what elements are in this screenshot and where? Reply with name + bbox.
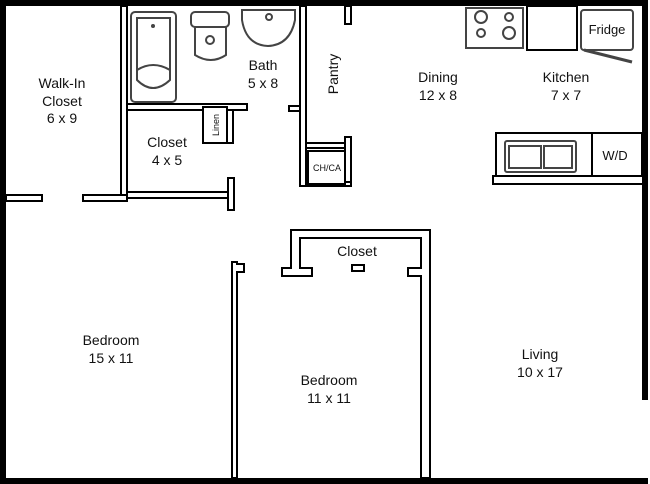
closet-label: Closet [147,134,187,150]
bath-size: 5 x 8 [248,75,279,91]
chca-closet [307,150,346,185]
kitchen-label: Kitchen [543,69,590,85]
linen-label: Linen [211,114,221,136]
chca-label: CH/CA [313,163,341,173]
closet-size: 4 x 5 [152,152,183,168]
washer-dryer-label: W/D [602,148,627,163]
walk-in-closet-label: Walk-In [39,75,86,91]
dining-label: Dining [418,69,458,85]
living-size: 10 x 17 [517,364,563,380]
linen-cabinet [202,106,228,144]
toilet [190,11,230,61]
sink-bath [241,9,296,48]
walk-in-closet-size: 6 x 9 [47,110,78,126]
bedroom1-label: Bedroom [83,332,140,348]
fridge: Fridge [580,9,634,64]
bedroom2-size: 11 x 11 [307,390,351,406]
bathtub [130,11,177,103]
interior-walls [5,5,431,479]
pantry-label: Pantry [325,54,341,94]
kitchen-counter: W/D [492,132,644,185]
living-label: Living [522,346,559,362]
walk-in-closet-label-2: Closet [42,93,82,109]
bedroom1-size: 15 x 11 [89,350,134,366]
counter-top [526,5,578,51]
stove [465,7,524,49]
bedroom2-closet-label: Closet [337,243,377,259]
dining-size: 12 x 8 [419,87,457,103]
fridge-label: Fridge [589,22,626,37]
bath-label: Bath [249,57,278,73]
room-labels: Walk-In Closet 6 x 9 Bath 5 x 8 Pantry D… [39,54,590,406]
bedroom2-label: Bedroom [301,372,358,388]
kitchen-size: 7 x 7 [551,87,582,103]
